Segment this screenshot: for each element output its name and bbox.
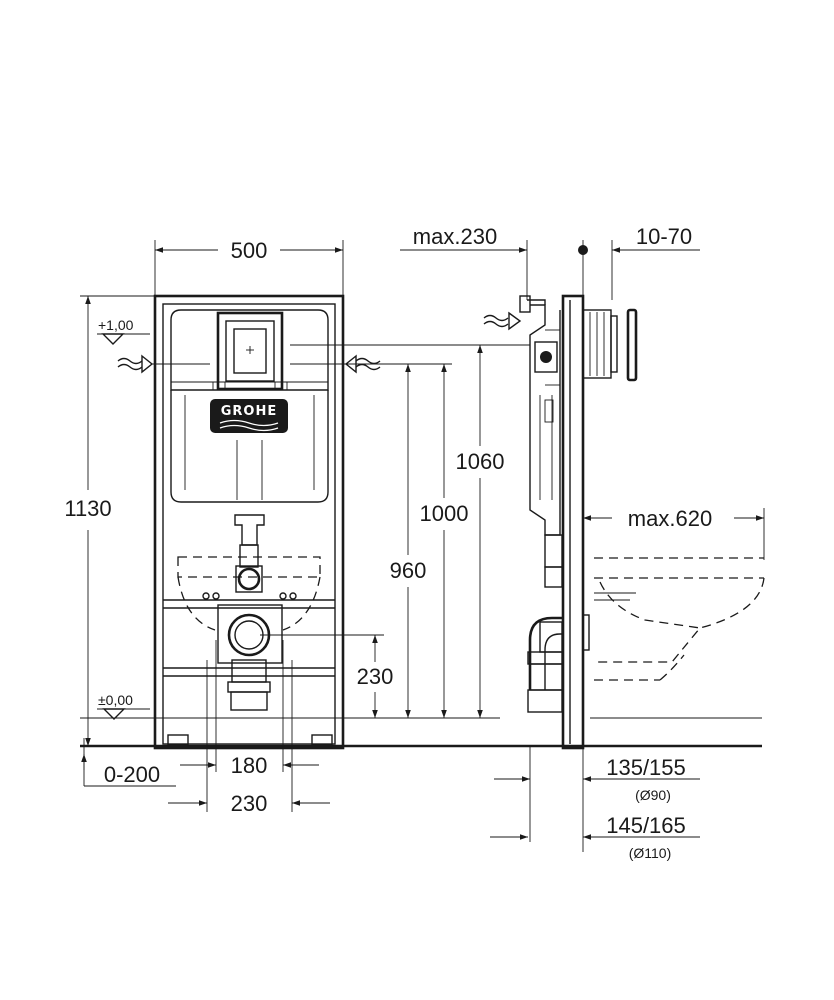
drain-outlet	[202, 592, 297, 711]
height-1060-label: 1060	[456, 449, 505, 474]
dim-0-200: 0-200	[81, 738, 176, 787]
flush-plate-side	[582, 308, 638, 382]
dim-10-70-label: 10-70	[636, 224, 692, 249]
dim-max-230: max.230	[400, 224, 528, 300]
dim-outlet-230: 230	[260, 634, 394, 718]
front-frame	[153, 294, 345, 750]
height-1000-label: 1000	[420, 501, 469, 526]
width-label: 500	[231, 238, 268, 263]
dim-height-960: 960	[390, 364, 427, 718]
side-frame	[519, 294, 590, 750]
dim-145-165-label: 145/165	[606, 813, 686, 838]
water-inlet-left	[117, 354, 210, 374]
cistern: GROHE	[170, 309, 329, 503]
brand-label: GROHE	[221, 404, 278, 419]
dim-145-165: 145/165 (Ø110)	[490, 813, 700, 861]
dim-height-1060: 1060	[290, 344, 505, 718]
level-marker-zero: ±0,00	[97, 692, 150, 720]
dim-180-label: 180	[231, 753, 268, 778]
dim-10-70: 10-70	[578, 224, 700, 300]
dim-135-155-label: 135/155	[606, 755, 686, 780]
level-top-label: +1,00	[98, 317, 134, 333]
dim-width-500: 500	[154, 238, 344, 296]
level-marker-top: +1,00	[97, 317, 150, 345]
dim-180: 180	[180, 640, 319, 778]
dia-110-label: (Ø110)	[629, 845, 672, 861]
max-620-label: max.620	[628, 506, 712, 531]
height-960-label: 960	[390, 558, 427, 583]
height-1130-label: 1130	[64, 496, 111, 521]
water-inlet-side	[470, 311, 530, 346]
dim-height-1000: 1000	[330, 363, 469, 718]
dim-230-bottom-label: 230	[231, 791, 268, 816]
dim-max-620: max.620	[583, 506, 765, 560]
toilet-outline-front	[177, 556, 321, 631]
outlet-230-label: 230	[357, 664, 394, 689]
dia-90-label: (Ø90)	[635, 787, 671, 803]
dim-135-155: 135/155 (Ø90)	[494, 746, 700, 852]
toilet-outline-side	[594, 557, 765, 681]
flush-pipe	[234, 514, 265, 593]
max-230-label: max.230	[413, 224, 497, 249]
floor-line	[80, 717, 762, 748]
dim-0-200-label: 0-200	[104, 762, 160, 787]
dim-height-1130: 1130	[64, 295, 155, 746]
grohe-logo	[210, 399, 288, 433]
dim-230-bottom: 230	[168, 660, 330, 816]
level-zero-label: ±0,00	[98, 692, 133, 708]
